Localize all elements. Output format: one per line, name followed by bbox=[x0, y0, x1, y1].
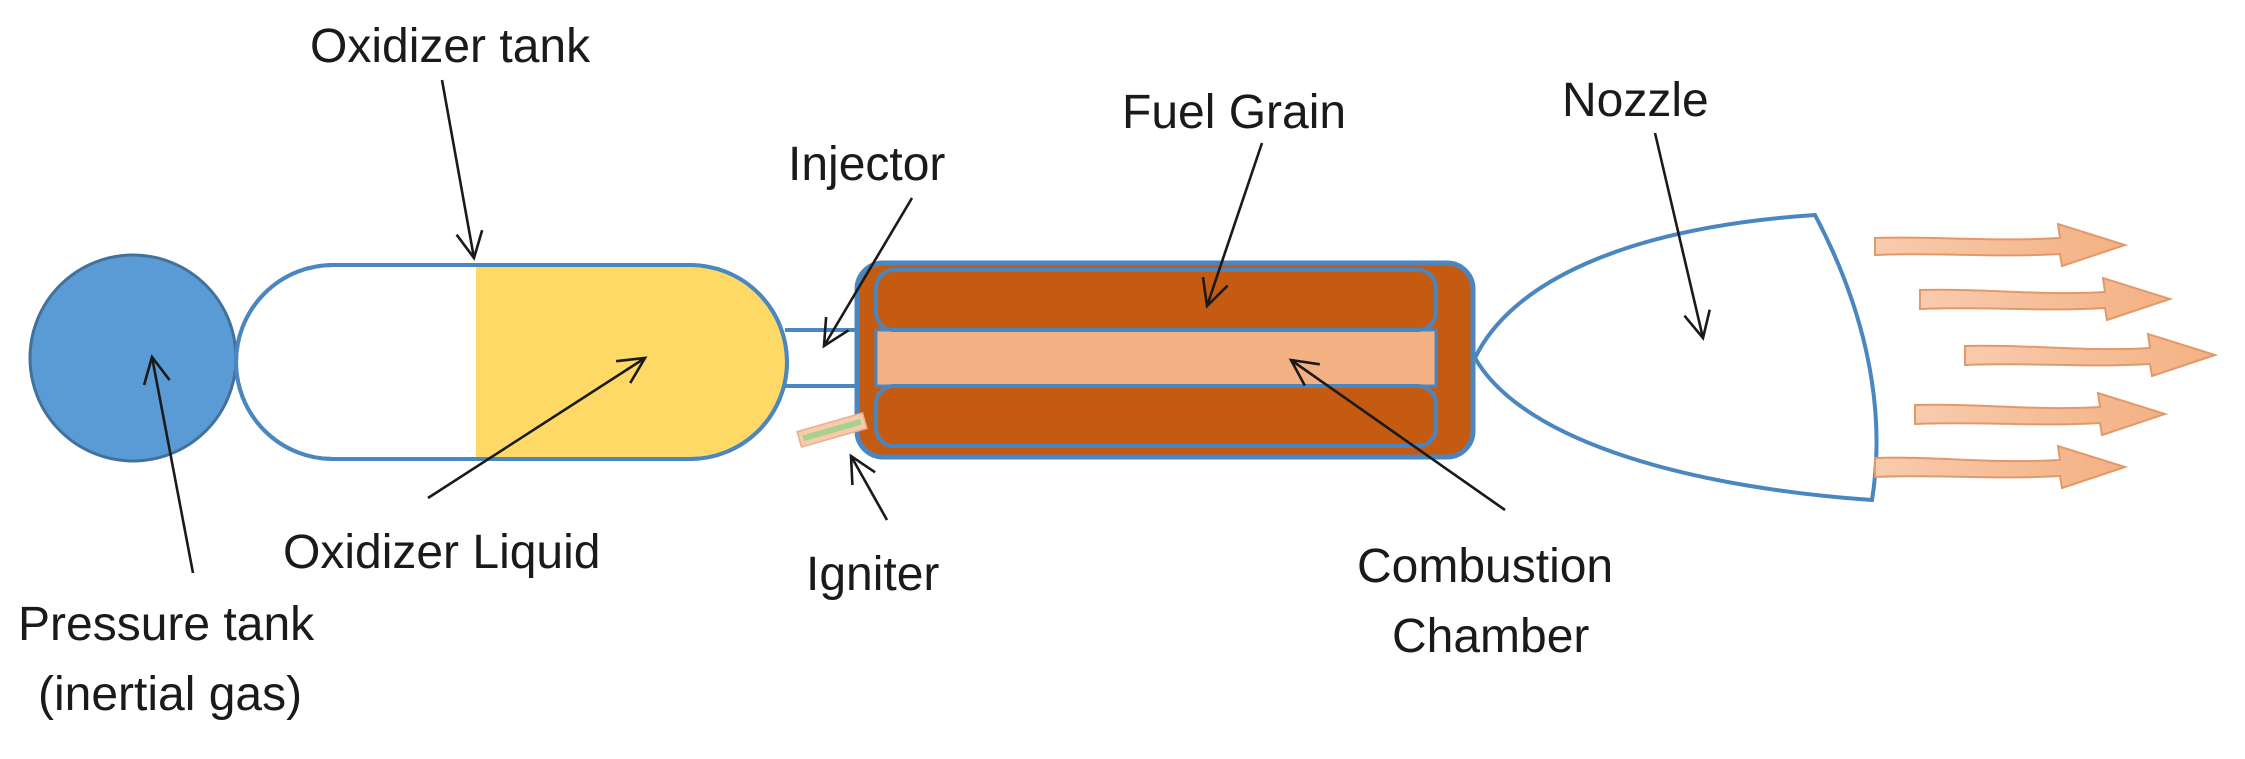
exhaust-arrow bbox=[1874, 444, 2129, 490]
label-pressure-tank-line2: (inertial gas) bbox=[38, 668, 302, 721]
nozzle bbox=[1472, 212, 1879, 503]
leader-fuel-grain bbox=[1201, 142, 1264, 309]
exhaust-arrow bbox=[1964, 332, 2219, 378]
label-oxidizer-liquid: Oxidizer Liquid bbox=[283, 526, 600, 579]
label-oxidizer-tank: Oxidizer tank bbox=[310, 20, 591, 73]
leader-combustion-chamber bbox=[1288, 358, 1506, 512]
pressure-tank bbox=[28, 253, 238, 463]
leader-injector bbox=[822, 197, 914, 349]
label-injector: Injector bbox=[788, 138, 945, 191]
exhaust-arrow bbox=[1914, 391, 2169, 437]
label-combustion-chamber-line2: Chamber bbox=[1392, 610, 1589, 663]
leader-pressure-tank bbox=[142, 354, 195, 574]
label-pressure-tank-line1: Pressure tank bbox=[18, 598, 315, 651]
oxidizer-liquid bbox=[476, 267, 785, 457]
leader-nozzle bbox=[1653, 132, 1711, 341]
fuel-grain-lower bbox=[874, 384, 1438, 448]
igniter bbox=[796, 412, 868, 448]
exhaust-plume bbox=[1874, 222, 2219, 490]
leader-igniter bbox=[849, 453, 889, 521]
exhaust-arrow bbox=[1919, 276, 2174, 322]
injector-feed-line bbox=[785, 328, 862, 388]
fuel-grain-upper bbox=[874, 268, 1438, 332]
label-fuel-grain: Fuel Grain bbox=[1122, 86, 1346, 139]
leader-oxidizer-liquid bbox=[427, 356, 648, 500]
label-igniter: Igniter bbox=[806, 548, 939, 601]
leader-oxidizer-tank bbox=[440, 79, 484, 261]
oxidizer-tank-outline-overlay bbox=[234, 263, 789, 461]
label-combustion-chamber-line1: Combustion bbox=[1357, 540, 1613, 593]
combustion-port bbox=[874, 328, 1438, 388]
label-nozzle: Nozzle bbox=[1562, 74, 1709, 127]
exhaust-arrow bbox=[1874, 222, 2129, 268]
